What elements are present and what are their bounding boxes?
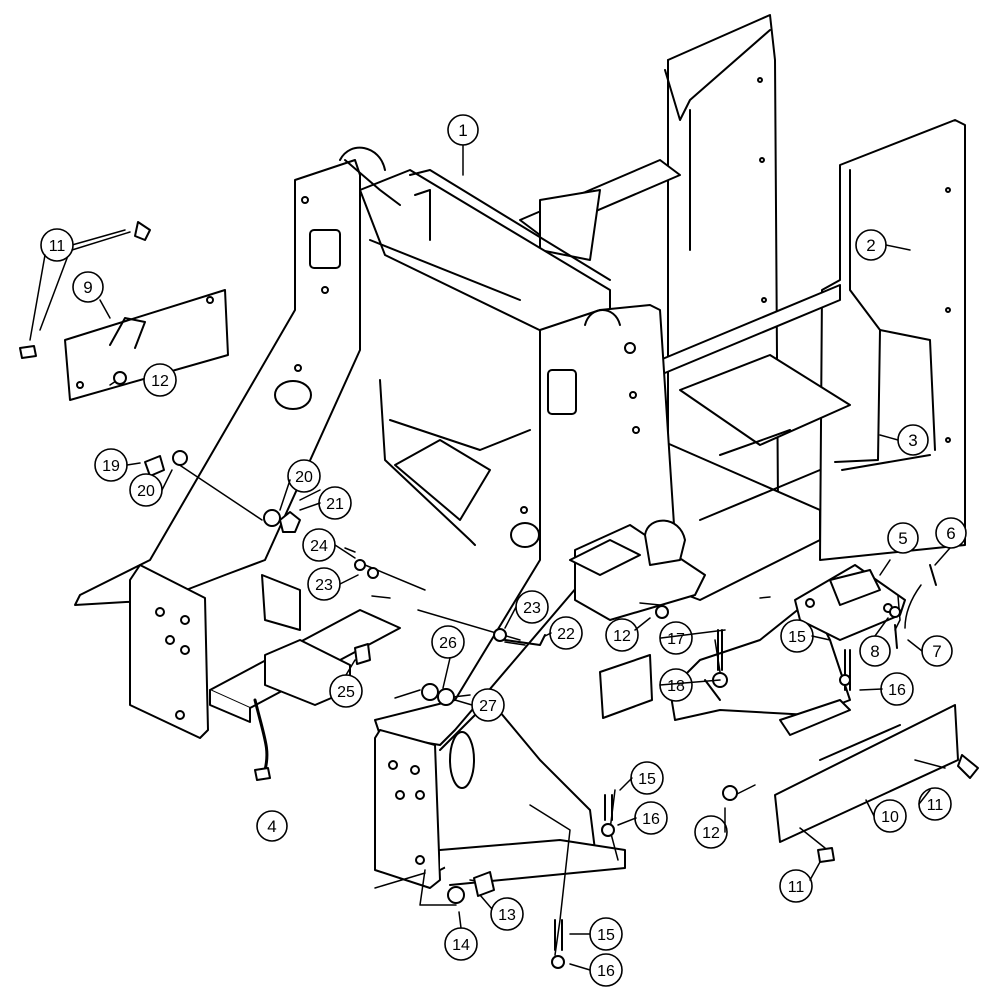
svg-text:17: 17	[667, 631, 685, 648]
callout-19: 19	[94, 448, 128, 482]
svg-text:25: 25	[337, 684, 355, 701]
svg-text:3: 3	[908, 431, 917, 450]
callout-7: 7	[921, 635, 953, 667]
svg-text:12: 12	[702, 825, 720, 842]
part-10-plate	[774, 704, 959, 843]
callout-24: 24	[302, 528, 336, 562]
svg-text:20: 20	[295, 469, 313, 486]
callout-16b: 16	[634, 801, 668, 835]
svg-text:12: 12	[151, 373, 169, 390]
callout-6: 6	[935, 517, 967, 549]
svg-text:10: 10	[881, 809, 899, 826]
callout-12c: 12	[694, 815, 728, 849]
callout-20b: 20	[129, 473, 163, 507]
svg-text:23: 23	[315, 577, 333, 594]
callout-11a: 11	[40, 228, 74, 262]
callout-27: 27	[471, 688, 505, 722]
svg-text:24: 24	[310, 538, 328, 555]
central-frame-body	[344, 159, 611, 546]
callout-26: 26	[431, 625, 465, 659]
rear-floor	[519, 159, 851, 601]
callout-pointers	[29, 144, 951, 971]
callouts: 1 2 3 4 5 6 7 8 9 10 11 11 11 12 12 12 1…	[40, 114, 967, 987]
svg-text:11: 11	[927, 797, 944, 814]
svg-text:15: 15	[597, 927, 615, 944]
svg-text:26: 26	[439, 635, 457, 652]
callout-18: 18	[659, 668, 693, 702]
small-plate	[599, 654, 653, 719]
callout-22: 22	[549, 616, 583, 650]
callout-11c: 11	[779, 869, 813, 903]
callout-16c: 16	[589, 953, 623, 987]
svg-text:9: 9	[83, 278, 92, 297]
svg-text:13: 13	[498, 907, 516, 924]
callout-23a: 23	[307, 567, 341, 601]
svg-text:15: 15	[638, 771, 656, 788]
svg-text:15: 15	[788, 629, 806, 646]
svg-text:6: 6	[946, 524, 955, 543]
callout-9: 9	[72, 271, 104, 303]
svg-text:11: 11	[49, 238, 66, 255]
callout-25: 25	[329, 674, 363, 708]
callout-21: 21	[318, 486, 352, 520]
callout-8: 8	[859, 635, 891, 667]
svg-text:18: 18	[667, 678, 685, 695]
callout-15c: 15	[589, 917, 623, 951]
callout-3: 3	[897, 424, 929, 456]
callout-13: 13	[490, 897, 524, 931]
svg-text:2: 2	[866, 236, 875, 255]
callout-4: 4	[256, 810, 288, 842]
lower-crossmember	[209, 574, 401, 723]
callout-15b: 15	[630, 761, 664, 795]
svg-text:8: 8	[870, 642, 879, 661]
svg-text:27: 27	[479, 698, 497, 715]
left-front-mount-plate	[129, 564, 209, 739]
svg-text:5: 5	[898, 529, 907, 548]
callout-15a: 15	[780, 619, 814, 653]
part-5-bracket	[794, 564, 906, 641]
svg-text:11: 11	[788, 879, 805, 896]
fasteners	[19, 221, 979, 969]
svg-text:1: 1	[458, 121, 467, 140]
svg-text:19: 19	[102, 458, 120, 475]
callout-1: 1	[447, 114, 479, 146]
callout-2: 2	[855, 229, 887, 261]
svg-text:7: 7	[932, 642, 941, 661]
callout-11b: 11	[918, 787, 952, 821]
svg-text:14: 14	[452, 937, 470, 954]
svg-text:23: 23	[523, 600, 541, 617]
callout-14: 14	[444, 927, 478, 961]
callout-16a: 16	[880, 672, 914, 706]
svg-text:20: 20	[137, 483, 155, 500]
svg-text:12: 12	[613, 628, 631, 645]
part-9-plate	[64, 289, 229, 401]
callout-20a: 20	[287, 459, 321, 493]
callout-23b: 23	[515, 590, 549, 624]
svg-text:16: 16	[642, 811, 660, 828]
right-side-panel-2	[819, 119, 966, 561]
callout-5: 5	[887, 522, 919, 554]
callout-17: 17	[659, 621, 693, 655]
callout-12b: 12	[605, 618, 639, 652]
callout-12a: 12	[143, 363, 177, 397]
svg-text:16: 16	[597, 963, 615, 980]
svg-text:4: 4	[267, 817, 276, 836]
svg-text:22: 22	[557, 626, 575, 643]
svg-text:21: 21	[326, 496, 344, 513]
callout-10: 10	[873, 799, 907, 833]
svg-text:16: 16	[888, 682, 906, 699]
